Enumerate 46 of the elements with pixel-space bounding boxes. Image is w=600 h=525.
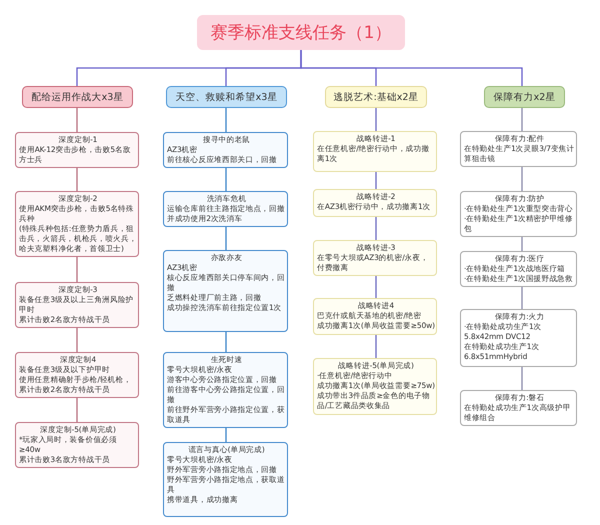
category-box: 配给运用作战大x3星 [22,86,133,108]
task-card [15,282,139,328]
task-card [460,390,577,426]
connector-line [375,172,377,189]
connector-line [375,217,377,240]
connector-line [225,428,227,442]
connector-line [300,50,523,86]
connector-line [225,168,227,191]
connector-line [76,108,78,132]
task-card [313,131,437,172]
connector-line [521,167,523,191]
connector-line [225,332,227,352]
task-card [313,358,437,415]
task-card [163,442,288,517]
connector-line [521,237,523,251]
task-card [460,251,577,287]
connector-line [225,227,227,250]
connector-line [521,108,523,131]
connector-line [521,287,523,309]
connector-line [76,398,78,422]
task-card [313,240,437,276]
task-card [15,191,139,257]
connector-line [76,328,78,352]
category-box: 保障有力x2星 [484,86,565,108]
task-card [460,131,577,167]
title-box: 赛季标准支线任务（1） [197,15,405,50]
task-card [163,250,288,332]
task-card [460,309,577,367]
connector-line [225,108,227,132]
task-card [15,422,139,468]
connector-line [76,257,78,282]
connector-line [375,335,377,358]
task-card [313,298,437,335]
task-card [163,352,288,428]
connector-line [375,276,377,298]
task-card [163,132,288,168]
task-card [460,191,577,237]
task-card [313,189,437,217]
connector-line [375,108,377,131]
task-card [163,191,288,227]
task-card [15,352,139,398]
connector-line [521,367,523,390]
category-box: 天空、救赎和希望x3星 [166,86,287,108]
task-card [15,132,139,168]
category-box: 逃脱艺术:基础x2星 [325,86,427,108]
connector-line [76,168,78,191]
